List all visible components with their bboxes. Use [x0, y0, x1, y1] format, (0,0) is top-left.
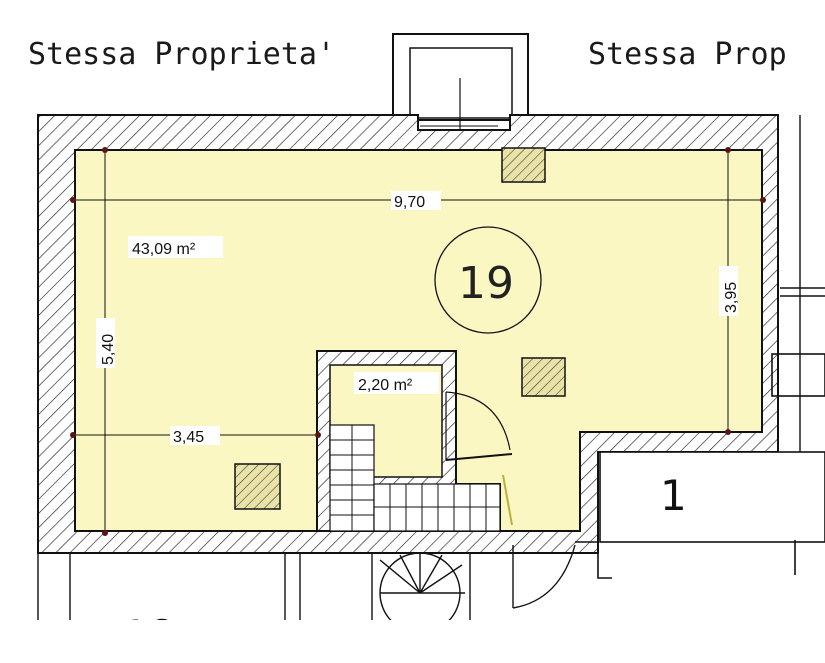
area-small: 2,20 m² — [358, 377, 413, 394]
dim-height-right: 3,95 — [723, 282, 740, 313]
dimension-dots — [70, 147, 766, 536]
column-bottom — [234, 463, 281, 510]
column-middle — [521, 357, 566, 397]
dim-width-bottom: 3,45 — [173, 429, 204, 446]
top-shaft — [392, 33, 529, 165]
neighbor-room-number: 1 — [660, 471, 687, 520]
right-property-label: Stessa Prop — [588, 37, 787, 72]
area-main: 43,09 m² — [132, 241, 196, 258]
dim-width-top: 9,70 — [394, 194, 425, 211]
column-top — [501, 147, 546, 183]
stair-enclosure — [316, 350, 501, 532]
room-number: 19 — [458, 258, 514, 309]
left-property-label: Stessa Proprieta' — [28, 37, 335, 72]
door-swing — [445, 391, 513, 526]
neighbor-room — [575, 287, 825, 579]
room-number-circle — [434, 226, 542, 334]
room-floor — [74, 149, 763, 532]
dim-height-left: 5,40 — [100, 334, 117, 365]
lower-structure — [37, 544, 576, 634]
